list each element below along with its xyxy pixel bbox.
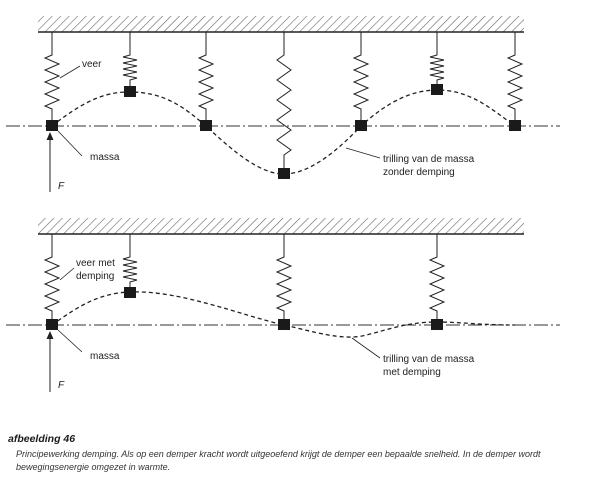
caption-text: Principewerking demping. Als op een demp…: [16, 449, 541, 472]
top-force-arrowhead: [46, 132, 54, 140]
bottom-mass-leader: [57, 329, 83, 353]
bottom-mass-4: [431, 319, 443, 330]
top-mass-leader: [57, 130, 83, 157]
bottom-force-label: F: [58, 380, 65, 391]
bottom-spring-3: [275, 234, 293, 330]
top-ceiling-hatch: [38, 16, 524, 32]
caption-title: afbeelding 46: [8, 433, 76, 445]
top-mass-4: [278, 168, 290, 179]
bottom-spring-leader: [59, 267, 75, 281]
bottom-spring-label-line1: veer met: [76, 258, 115, 269]
bottom-diagram: veer met demping massa F trilling van de…: [6, 218, 560, 392]
top-mass-2: [124, 86, 136, 97]
bottom-curve-label-line1: trilling van de massa: [383, 354, 475, 365]
bottom-mass-2: [124, 287, 136, 298]
top-curve-label-line1: trilling van de massa: [383, 154, 475, 165]
top-spring-1: [43, 32, 61, 131]
top-force-label: F: [58, 181, 65, 192]
top-spring-leader: [59, 65, 81, 79]
top-mass-7: [509, 120, 521, 131]
top-spring-5: [352, 32, 370, 131]
top-spring-6: [429, 32, 445, 95]
top-mass-1: [46, 120, 58, 131]
bottom-spring-label-line2: demping: [76, 271, 114, 282]
bottom-ceiling-hatch: [38, 218, 524, 234]
top-mass-6: [431, 84, 443, 95]
bottom-mass-label: massa: [90, 351, 120, 362]
top-curve-label-line2: zonder demping: [383, 167, 455, 178]
bottom-curve-leader: [351, 337, 381, 359]
bottom-force-arrowhead: [46, 331, 54, 339]
top-curve-leader: [345, 147, 381, 159]
top-spring-label: veer: [82, 59, 102, 70]
top-mass-3: [200, 120, 212, 131]
top-spring-7: [506, 32, 524, 131]
bottom-spring-2: [122, 234, 138, 298]
top-mass-label: massa: [90, 152, 120, 163]
top-spring-4: [276, 32, 292, 179]
damping-diagram: veer massa F trilling van de massa zonde…: [6, 16, 560, 392]
top-mass-5: [355, 120, 367, 131]
top-diagram: veer massa F trilling van de massa zonde…: [6, 16, 560, 192]
bottom-curve-label-line2: met demping: [383, 367, 441, 378]
top-spring-2: [122, 32, 138, 97]
bottom-mass-1: [46, 319, 58, 330]
bottom-spring-1: [43, 234, 61, 330]
bottom-mass-3: [278, 319, 290, 330]
figure-caption: afbeelding 46 Principewerking demping. A…: [8, 433, 594, 474]
bottom-spring-4: [428, 234, 446, 330]
top-spring-3: [197, 32, 215, 131]
